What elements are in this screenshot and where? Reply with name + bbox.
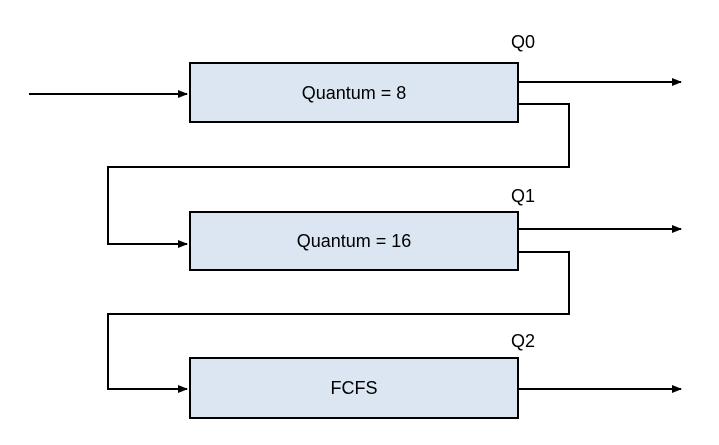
queue-label-q0: Quantum = 8 — [302, 83, 407, 103]
queue-box-q2 — [189, 357, 519, 419]
q0-demote-arrow — [107, 103, 570, 248]
queue-label-q1: Quantum = 16 — [297, 231, 412, 251]
q1-demote-arrow — [107, 251, 570, 393]
queue-name-q2: Q2 — [511, 331, 535, 351]
queue-box-q0 — [189, 62, 519, 123]
queue-name-q0: Q0 — [511, 32, 535, 52]
queue-box-q1 — [189, 211, 519, 271]
queue-name-q1: Q1 — [511, 186, 535, 206]
queue-label-q2: FCFS — [331, 378, 378, 398]
